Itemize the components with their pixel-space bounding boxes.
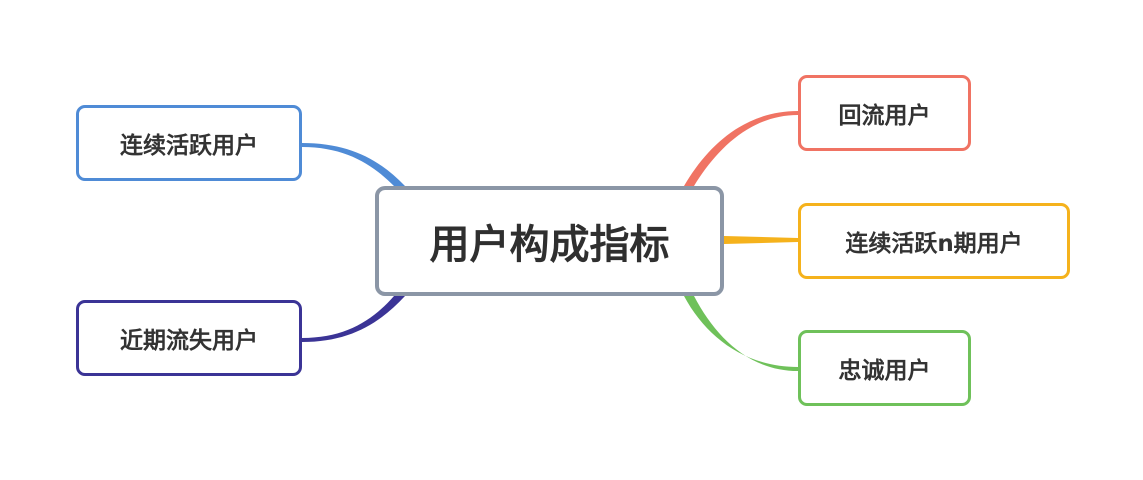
connector-continuous-n [724,236,798,244]
branch-label: 近期流失用户 [120,328,258,354]
branch-label: 回流用户 [838,103,931,129]
connector-recently-lost [302,296,405,342]
branch-label: 忠诚用户 [838,358,931,384]
connector-continuous-active [302,143,405,186]
branch-node-continuous-active[interactable]: 连续活跃用户 [76,105,302,181]
branch-label: 连续活跃用户 [120,133,258,159]
central-topic-node[interactable]: 用户构成指标 [375,186,724,296]
branch-node-continuous-n[interactable]: 连续活跃n期用户 [798,203,1070,279]
central-topic-label: 用户构成指标 [429,222,670,268]
branch-node-returning[interactable]: 回流用户 [798,75,971,151]
branch-node-loyal[interactable]: 忠诚用户 [798,330,971,406]
connector-loyal [684,296,798,371]
connector-returning [684,111,798,186]
branch-node-recently-lost[interactable]: 近期流失用户 [76,300,302,376]
branch-label: 连续活跃n期用户 [845,231,1023,257]
